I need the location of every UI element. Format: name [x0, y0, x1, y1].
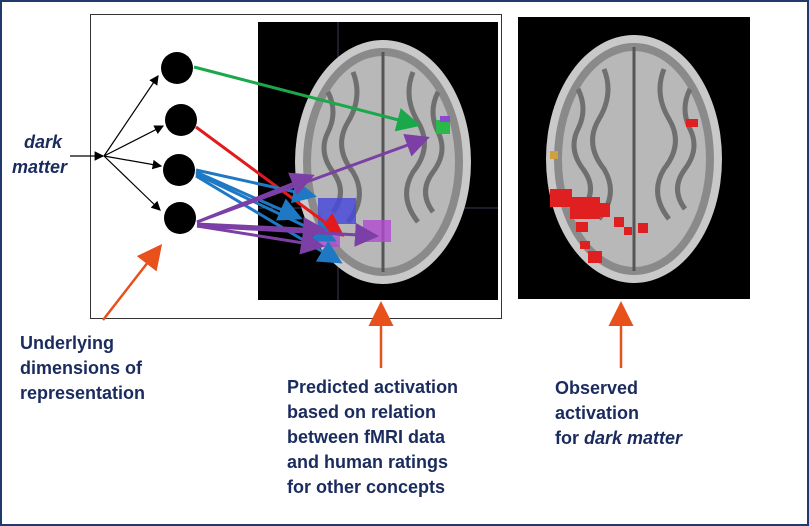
pred-label-line1: Predicted activation — [287, 377, 459, 397]
observed-brain-scan — [518, 17, 750, 299]
input-label-line2: matter — [12, 157, 68, 177]
obs-label-line1: Observed — [555, 378, 639, 398]
dimension-node-3 — [163, 154, 195, 186]
pred-label-line4: and human ratings — [287, 452, 449, 472]
pred-label-line2: based on relation — [287, 402, 437, 422]
dims-label-line1: Underlying — [20, 333, 115, 353]
dims-label-line2: dimensions of — [20, 358, 143, 378]
dimension-node-2 — [165, 104, 197, 136]
dimension-node-1 — [161, 52, 193, 84]
dimension-nodes — [161, 52, 197, 234]
obs-label-line2: activation — [555, 403, 640, 423]
dimensions-label: Underlying dimensions of representation — [20, 331, 190, 406]
dimension-node-4 — [164, 202, 196, 234]
input-label-line1: dark — [24, 132, 63, 152]
obs-label-concept: dark matter — [584, 428, 683, 448]
green-arrow — [193, 65, 421, 132]
red-arrow — [195, 125, 345, 237]
dims-callout-arrow — [102, 244, 163, 321]
dims-label-line3: representation — [20, 383, 146, 403]
input-concept-label: dark matter — [12, 130, 67, 180]
observed-brain-image — [546, 35, 722, 283]
input-fanout-arrows — [103, 75, 165, 211]
predicted-activation-label: Predicted activation based on relation b… — [287, 375, 517, 500]
obs-label-line3: for dark matter — [555, 426, 755, 451]
pred-label-line3: between fMRI data — [287, 427, 446, 447]
observed-activation-label: Observed activation for dark matter — [555, 376, 755, 451]
pred-label-line5: for other concepts — [287, 477, 446, 497]
purple-arrows — [196, 133, 430, 255]
obs-label-prefix: for — [555, 428, 584, 448]
